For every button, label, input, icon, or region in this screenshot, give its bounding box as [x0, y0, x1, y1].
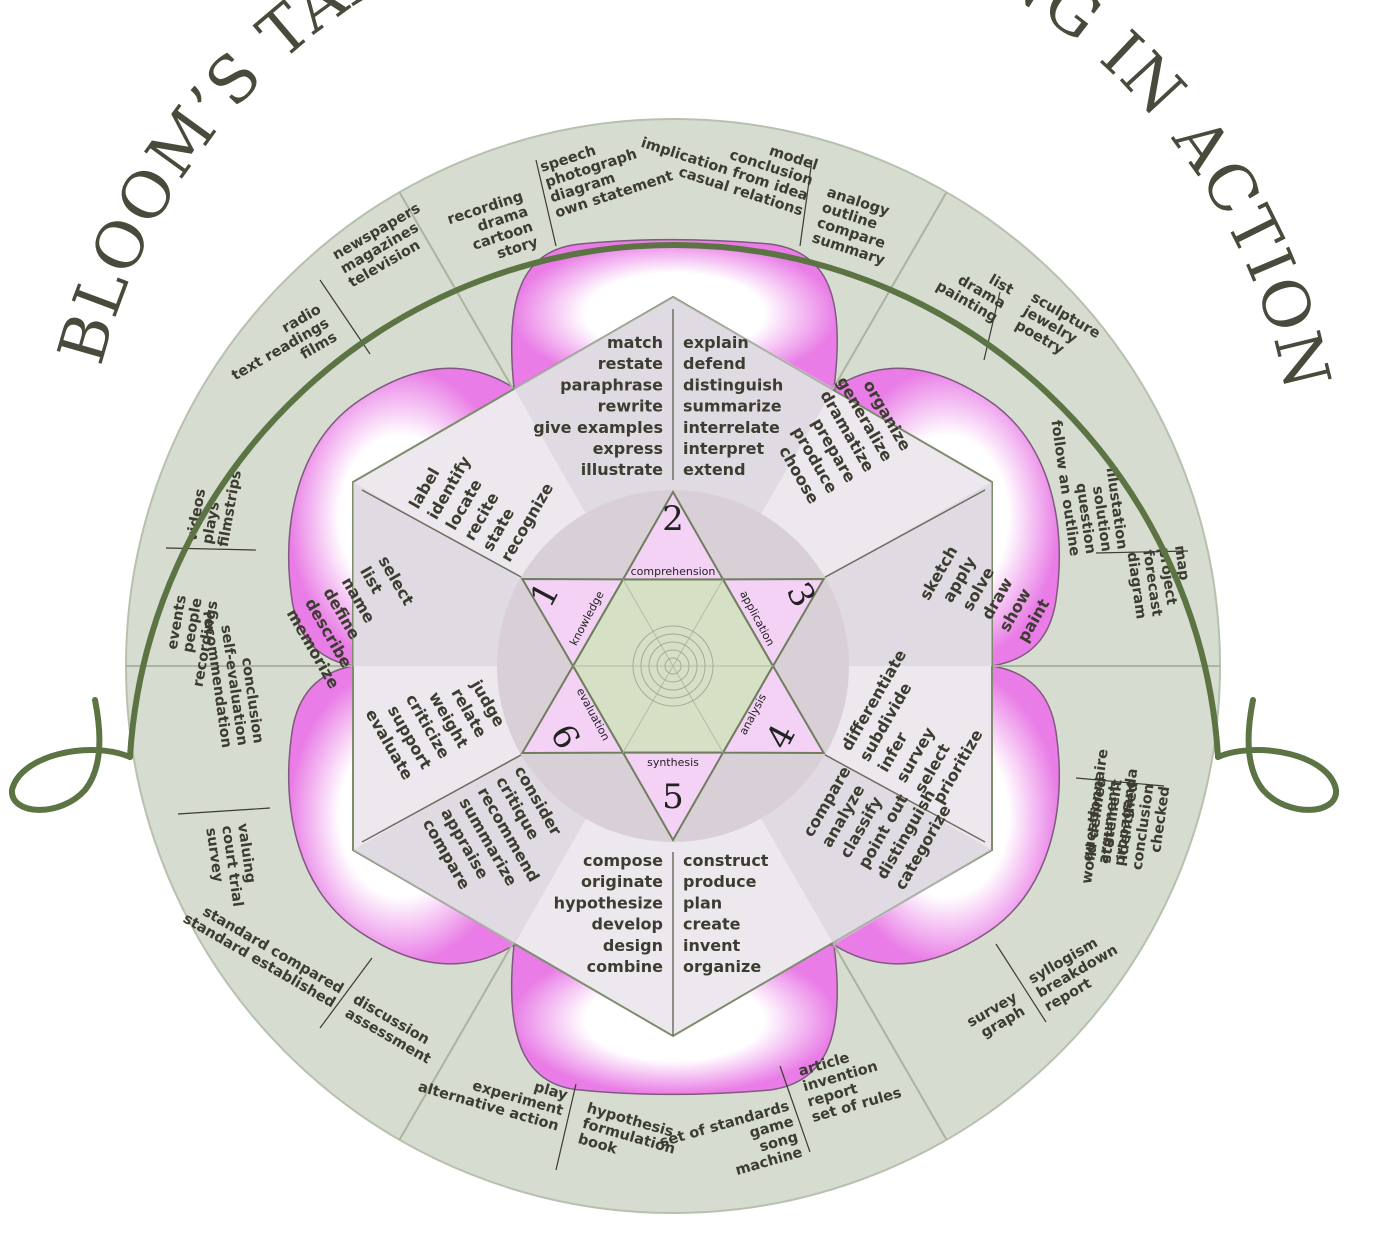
list-item: organize [683, 957, 761, 976]
comprehension-verbs-right: explain defend distinguish summarize interre… [683, 333, 783, 479]
list-item: explain [683, 333, 749, 352]
level-name: synthesis [647, 756, 699, 769]
list-item: illustrate [581, 460, 663, 479]
synthesis-verbs-left: compose originate hypothesize develop design… [554, 851, 663, 976]
product-divider [983, 291, 1001, 361]
list-item: compose [583, 851, 663, 870]
list-item: give examples [533, 418, 663, 437]
list-item: invent [683, 936, 741, 955]
triangle-application [721, 577, 826, 668]
list-item: design [603, 936, 663, 955]
level-number: 2 [662, 499, 684, 539]
product-divider [995, 943, 1047, 1023]
synthesis-verbs-right: construct produce plan create invent organize [683, 851, 769, 976]
list-item: combine [587, 957, 663, 976]
list-item: project [1155, 547, 1179, 607]
triangle-analysis [721, 664, 826, 755]
spiral-icon [632, 625, 714, 707]
list-item: defend [683, 354, 746, 373]
list-item: plan [683, 893, 722, 912]
comprehension-verbs-left: match restate paraphrase rewrite give exampl… [533, 333, 663, 479]
list-item: hypothesize [554, 893, 663, 912]
list-item: develop [591, 915, 663, 934]
triangle-evaluation [520, 664, 625, 755]
triangle-synthesis [621, 751, 725, 843]
list-item: express [593, 439, 663, 458]
list-item: extend [683, 460, 746, 479]
product-divider [177, 807, 271, 815]
list-item: match [607, 333, 663, 352]
level-name: comprehension [631, 565, 716, 578]
list-item: rewrite [598, 397, 664, 416]
list-item: restate [598, 354, 663, 373]
list-item: interpret [683, 439, 764, 458]
list-item: construct [683, 851, 769, 870]
list-item: summarize [683, 397, 782, 416]
product-divider [779, 1065, 811, 1153]
arch-frame [9, 242, 1339, 813]
product-divider [1075, 777, 1165, 787]
product-divider [1095, 550, 1189, 554]
list-item: interrelate [683, 418, 780, 437]
level-star [520, 489, 826, 843]
list-item: paraphrase [560, 375, 663, 394]
product-divider [555, 1083, 577, 1171]
level-number: 5 [662, 777, 684, 817]
list-item: produce [683, 872, 757, 891]
list-item: originate [581, 872, 663, 891]
product-divider [319, 957, 373, 1029]
triangle-comprehension [621, 489, 725, 581]
list-item: survey [202, 827, 226, 884]
list-item: distinguish [683, 375, 783, 394]
list-item: create [683, 915, 741, 934]
product-divider [165, 547, 257, 551]
product-divider [535, 159, 557, 247]
product-divider [799, 159, 813, 247]
analysis-verbs-group1: differentiatesubdivideinfersurveyselectp… [837, 646, 987, 807]
triangle-knowledge [520, 577, 625, 668]
